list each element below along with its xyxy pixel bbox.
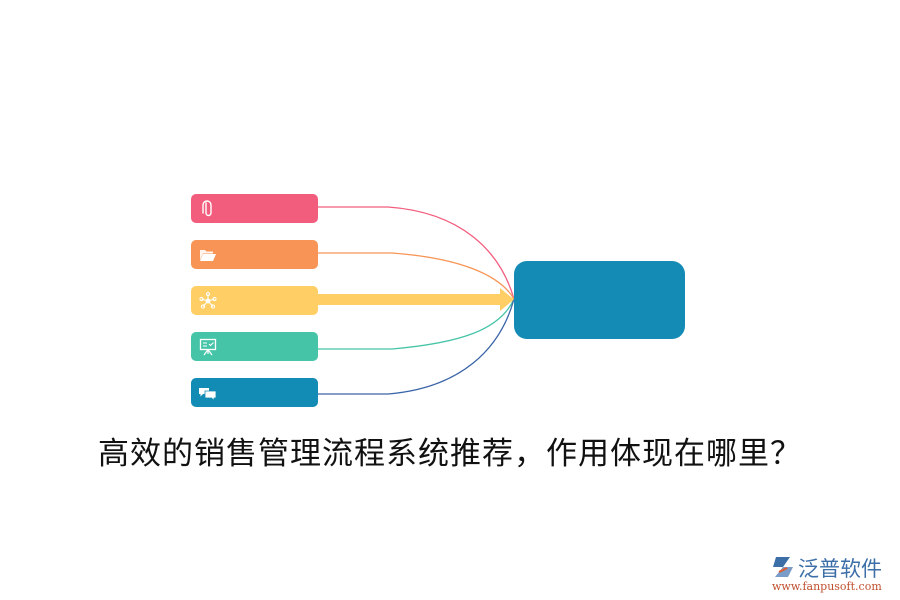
node-folder[interactable] bbox=[191, 240, 318, 269]
fanpusoft-watermark: 泛普软件 www.fanpusoft.com bbox=[768, 553, 898, 597]
presentation-board-icon bbox=[199, 338, 217, 356]
page-title: 高效的销售管理流程系统推荐，作用体现在哪里？ bbox=[98, 436, 802, 472]
link-node-5 bbox=[318, 298, 515, 395]
node-network[interactable] bbox=[191, 286, 318, 315]
link-node-4 bbox=[318, 298, 515, 350]
link-node-3-shaft bbox=[316, 294, 502, 305]
fanpu-logo-icon bbox=[773, 557, 793, 577]
link-node-2 bbox=[318, 252, 515, 300]
node-presentation[interactable] bbox=[191, 332, 318, 361]
paperclip-icon bbox=[202, 200, 212, 217]
link-node-1 bbox=[318, 206, 515, 300]
chat-bubbles-icon bbox=[199, 388, 217, 402]
node-attachment[interactable] bbox=[191, 194, 318, 223]
central-hub-node[interactable] bbox=[514, 261, 685, 339]
folder-open-icon bbox=[200, 250, 216, 261]
network-icon bbox=[199, 291, 217, 309]
watermark-url: www.fanpusoft.com bbox=[772, 580, 882, 593]
link-node-3-arrowhead bbox=[500, 288, 514, 311]
watermark-brand: 泛普软件 bbox=[798, 557, 882, 581]
node-chat[interactable] bbox=[191, 378, 318, 407]
